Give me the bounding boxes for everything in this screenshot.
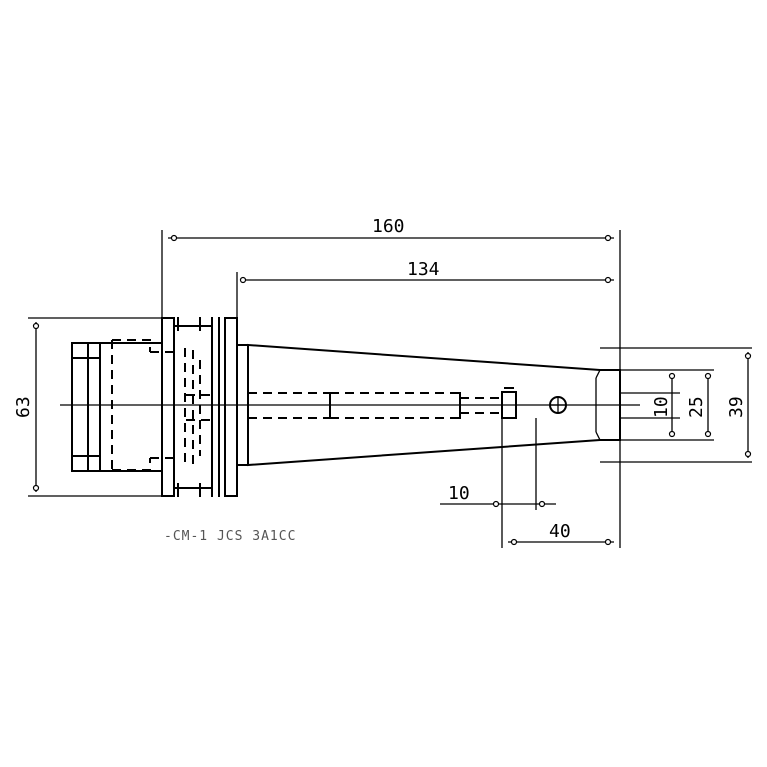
dim-label-39: 39 [726,396,747,418]
dimension-overall-length: 160 [161,216,621,370]
flange-body [71,317,238,497]
model-label: -CM-1 JCS 3A1CC [164,529,296,544]
dimension-screw-offset: 10 [440,418,556,548]
dim-label-160: 160 [372,216,405,237]
dim-label-63: 63 [13,396,34,418]
dim-label-10-bore: 10 [651,396,672,418]
set-screw [501,387,567,419]
dimension-tip-length: 40 [508,440,621,548]
dimension-bore-small: 10 [620,372,680,438]
dim-label-25: 25 [686,396,707,418]
dim-label-40: 40 [549,521,571,542]
dimension-flange-diameter: 63 [13,317,162,497]
dimension-shank-length: 134 [236,259,614,318]
dimension-bore-mid: 25 [620,369,714,441]
dim-label-134: 134 [407,259,440,280]
dim-label-10-offset: 10 [448,483,470,504]
shank-bore-hidden [248,392,500,419]
dimension-tip-diameter: 39 [600,347,752,463]
